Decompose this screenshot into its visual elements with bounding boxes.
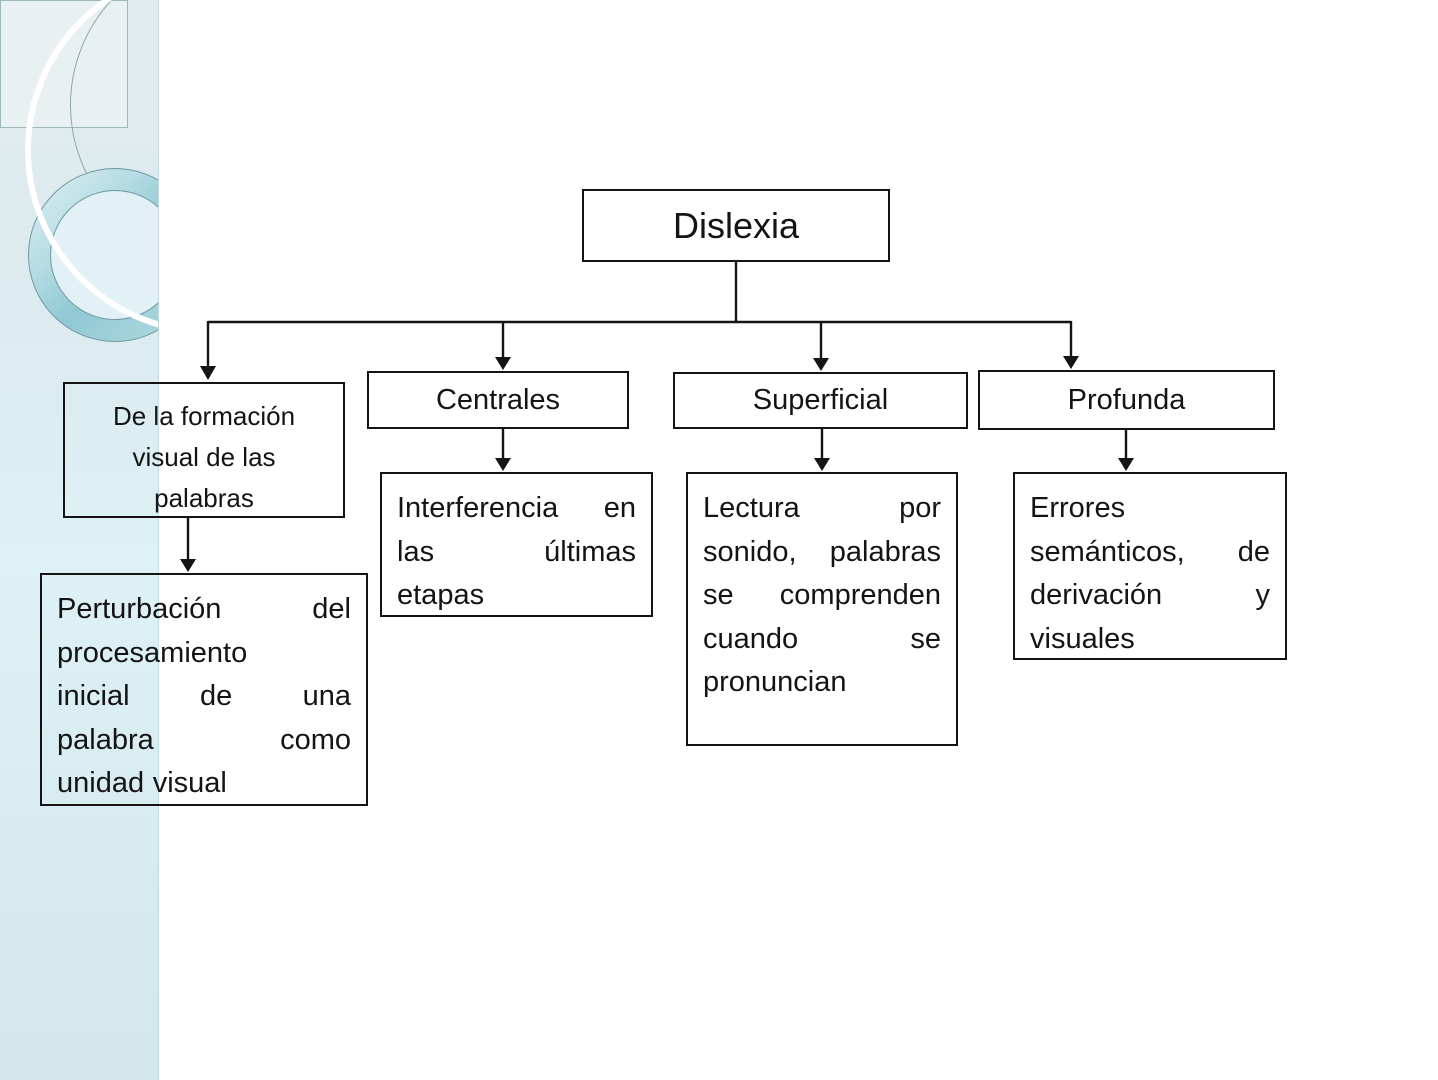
- node-interferencia: Interferencia en las últimas etapas: [380, 472, 653, 617]
- arrowhead: [814, 458, 830, 471]
- node-superficial: Superficial: [673, 372, 968, 429]
- arrowhead: [1118, 458, 1134, 471]
- node-superficial-label: Superficial: [752, 384, 889, 416]
- decor-strip: [0, 0, 159, 1080]
- text-line: etapas: [397, 579, 485, 611]
- text-line: semánticos, de: [1030, 535, 1270, 568]
- arrowhead: [180, 559, 196, 572]
- arrowhead: [813, 358, 829, 371]
- arrowhead: [1063, 356, 1079, 369]
- node-dislexia-label: Dislexia: [672, 204, 800, 246]
- node-centrales-label: Centrales: [435, 383, 561, 416]
- node-perturbacion: Perturbación del procesamiento inicial de …: [40, 573, 368, 806]
- text-line: De la formación: [112, 401, 296, 431]
- text-line: derivación y: [1030, 579, 1270, 611]
- node-profunda-label: Profunda: [1067, 383, 1186, 416]
- node-centrales: Centrales: [367, 371, 629, 429]
- text-line: visual de las: [132, 442, 276, 472]
- text-line: Perturbación del: [57, 593, 351, 625]
- text-line: cuando se: [703, 622, 941, 655]
- text-line: Lectura por: [703, 492, 941, 524]
- node-formacion-visual: De la formación visual de las palabras: [63, 382, 345, 518]
- node-dislexia: Dislexia: [582, 189, 890, 262]
- node-errores: Errores semánticos, de derivación y visuale…: [1013, 472, 1287, 660]
- text-line: sonido, palabras: [703, 535, 941, 568]
- arrowhead: [200, 366, 216, 380]
- text-line: palabras: [154, 483, 254, 513]
- text-line: inicial de una: [57, 680, 351, 712]
- text-line: procesamiento: [57, 636, 248, 669]
- node-profunda: Profunda: [978, 370, 1275, 430]
- text-line: las últimas: [397, 535, 636, 568]
- text-line: visuales: [1030, 622, 1135, 655]
- text-line: palabra como: [57, 723, 351, 756]
- text-line: Errores: [1030, 492, 1126, 524]
- arrowhead: [495, 357, 511, 370]
- text-line: se comprenden: [703, 579, 941, 611]
- node-lectura: Lectura por sonido, palabras se comprenden…: [686, 472, 958, 746]
- text-line: unidad visual: [57, 767, 227, 799]
- arrowhead: [495, 458, 511, 471]
- text-line: Interferencia en: [397, 492, 636, 524]
- text-line: pronuncian: [703, 666, 847, 698]
